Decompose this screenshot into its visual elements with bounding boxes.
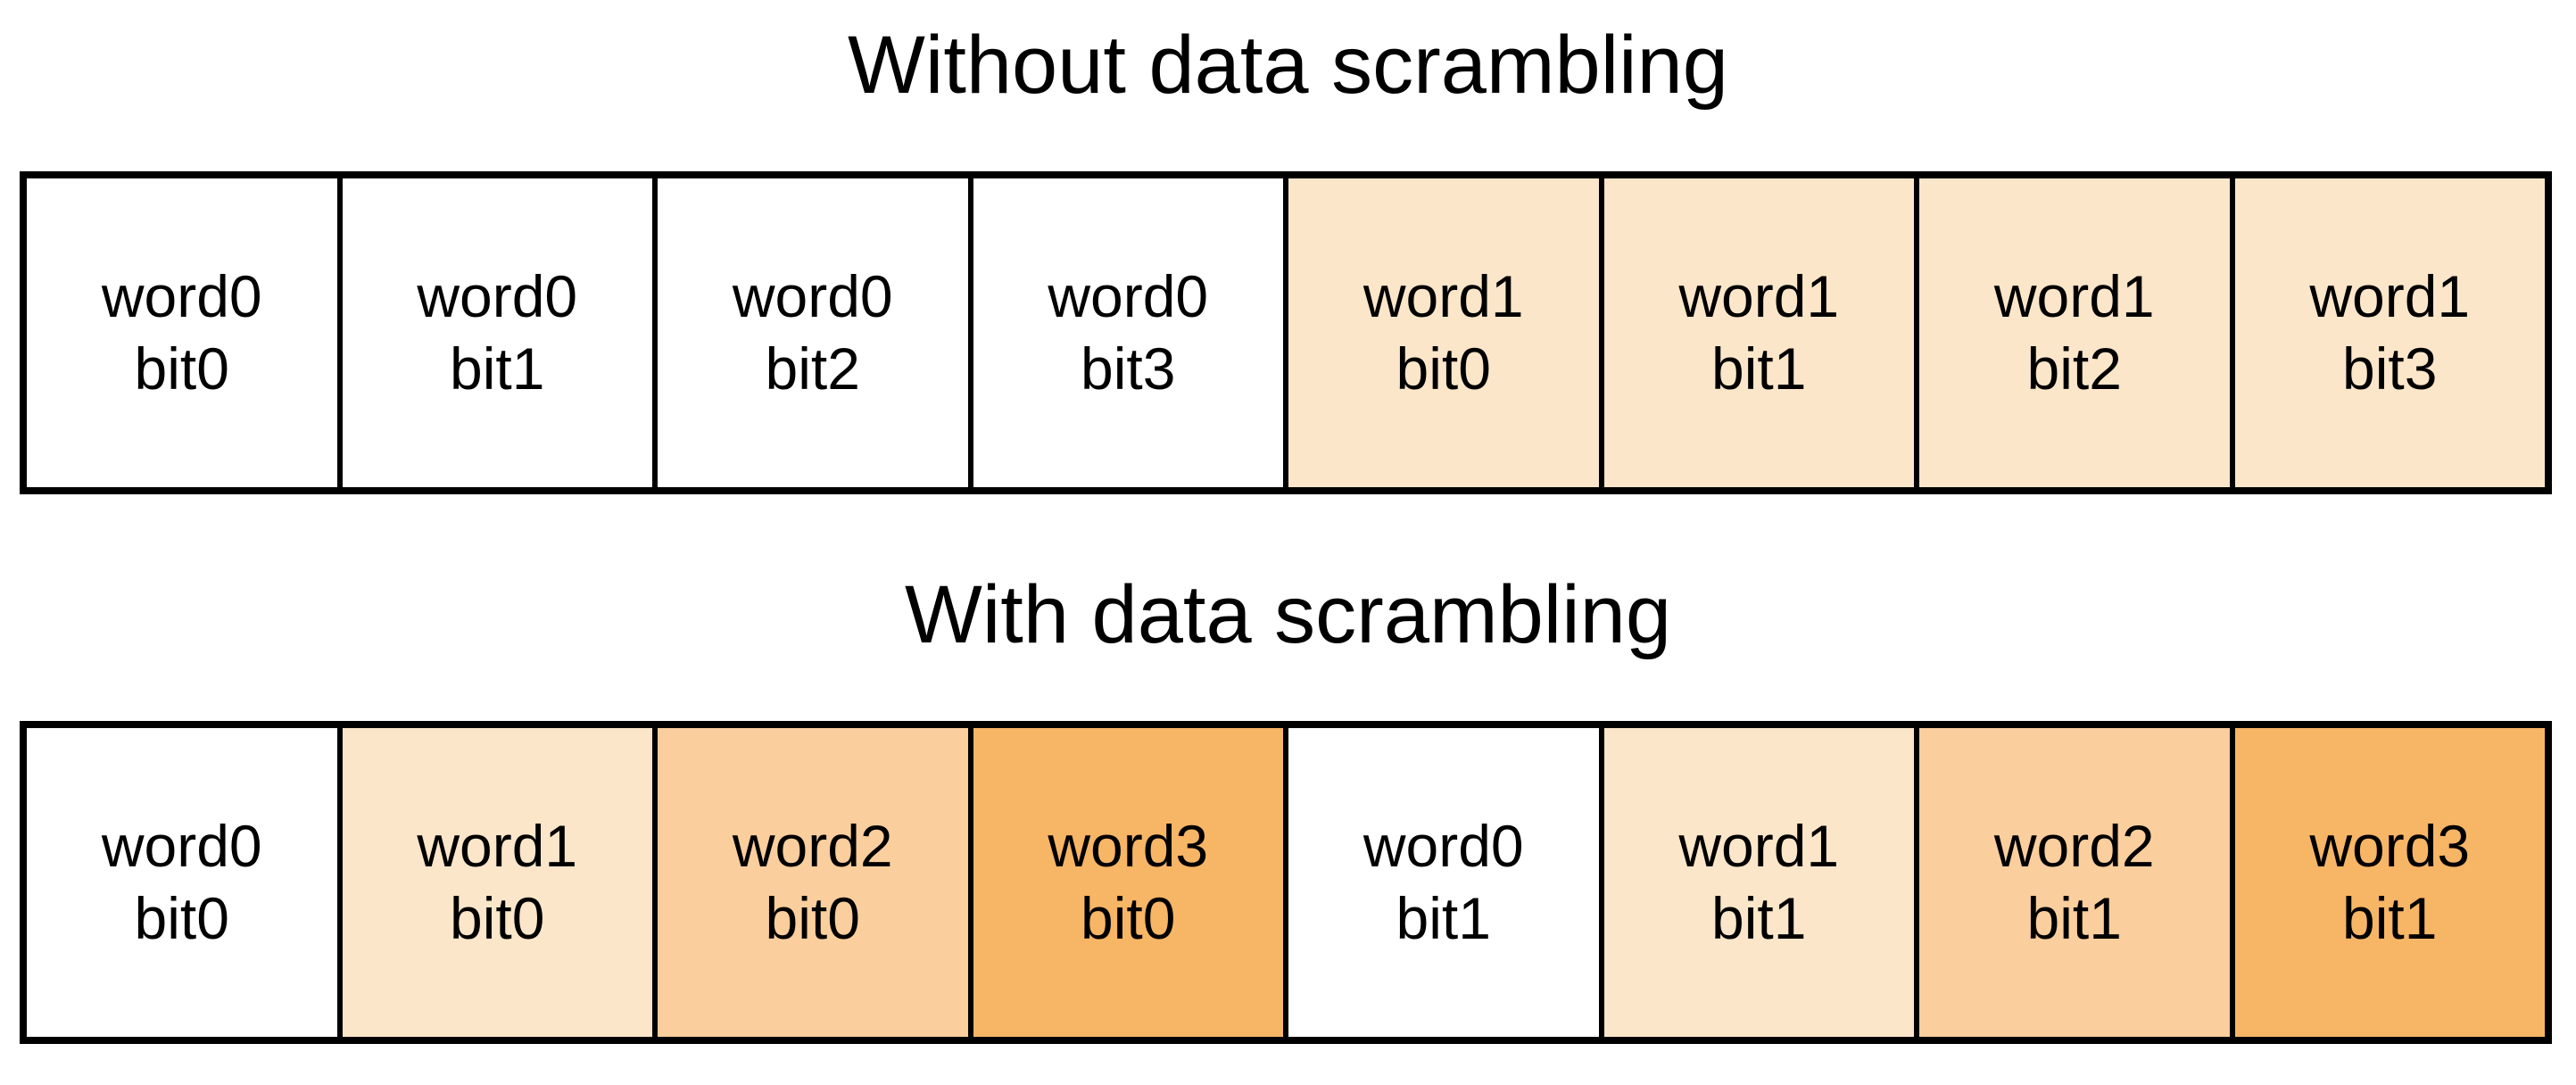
bit-cell: word1 bit0: [1288, 178, 1599, 487]
cell-word-label: word0: [732, 263, 893, 330]
bit-cell: word1 bit2: [1919, 178, 2230, 487]
cell-bit-label: bit1: [1711, 885, 1807, 951]
cell-bit-label: bit0: [134, 885, 229, 951]
bit-cell: word0 bit3: [973, 178, 1283, 487]
cell-bit-label: bit2: [2026, 335, 2122, 402]
cell-bit-label: bit1: [2342, 885, 2438, 951]
cell-bit-label: bit0: [1396, 335, 1491, 402]
bit-cell: word0 bit2: [658, 178, 968, 487]
cell-bit-label: bit2: [765, 335, 860, 402]
cell-bit-label: bit1: [1711, 335, 1807, 402]
cell-bit-label: bit1: [2026, 885, 2122, 951]
cell-word-label: word1: [417, 813, 578, 880]
bit-cell: word0 bit1: [342, 178, 652, 487]
bit-cell: word3 bit0: [973, 728, 1283, 1037]
cell-word-label: word0: [101, 263, 262, 330]
cell-word-label: word0: [1048, 263, 1209, 330]
cell-word-label: word1: [2309, 263, 2471, 330]
cell-word-label: word3: [2309, 813, 2471, 880]
row-without-scrambling: word0 bit0 word0 bit1 word0 bit2 word0 b…: [20, 171, 2552, 494]
cell-word-label: word0: [1363, 813, 1524, 880]
cell-word-label: word0: [101, 813, 262, 880]
bit-cell: word1 bit3: [2234, 178, 2545, 487]
cell-bit-label: bit0: [765, 885, 860, 951]
cell-word-label: word3: [1048, 813, 1209, 880]
cell-word-label: word1: [1363, 263, 1524, 330]
section-title-with-scrambling: With data scrambling: [905, 569, 1671, 660]
bit-cell: word3 bit1: [2234, 728, 2545, 1037]
bit-cell: word2 bit0: [658, 728, 968, 1037]
cell-bit-label: bit1: [450, 335, 545, 402]
bit-cell: word2 bit1: [1919, 728, 2230, 1037]
bit-cell: word1 bit0: [342, 728, 652, 1037]
row-with-scrambling: word0 bit0 word1 bit0 word2 bit0 word3 b…: [20, 721, 2552, 1044]
bit-cell: word1 bit1: [1603, 728, 1914, 1037]
cell-bit-label: bit3: [2342, 335, 2438, 402]
cell-word-label: word1: [1678, 263, 1840, 330]
cell-bit-label: bit0: [450, 885, 545, 951]
cell-word-label: word1: [1993, 263, 2155, 330]
cell-word-label: word0: [417, 263, 578, 330]
bit-cell: word1 bit1: [1603, 178, 1914, 487]
cell-bit-label: bit0: [1081, 885, 1176, 951]
cell-bit-label: bit0: [134, 335, 229, 402]
section-title-without-scrambling: Without data scrambling: [848, 20, 1728, 111]
bit-cell: word0 bit0: [27, 178, 337, 487]
cell-word-label: word1: [1678, 813, 1840, 880]
cell-bit-label: bit1: [1396, 885, 1491, 951]
cell-bit-label: bit3: [1081, 335, 1176, 402]
cell-word-label: word2: [732, 813, 893, 880]
cell-word-label: word2: [1993, 813, 2155, 880]
bit-cell: word0 bit1: [1288, 728, 1599, 1037]
bit-cell: word0 bit0: [27, 728, 337, 1037]
